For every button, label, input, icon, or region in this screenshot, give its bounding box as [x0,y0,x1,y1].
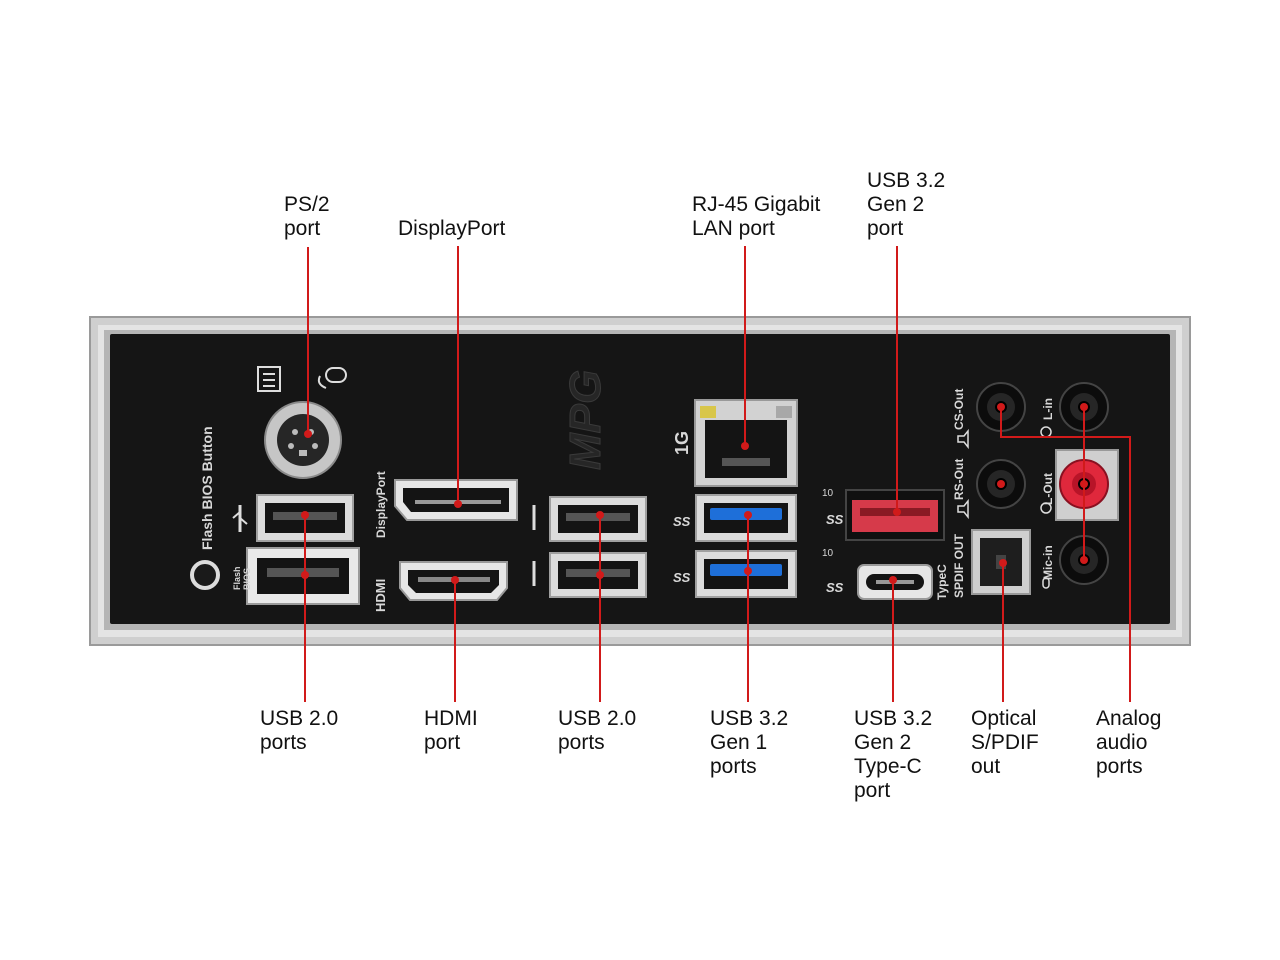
mpg-logo: MPG [561,370,610,470]
l-in-label: L-in [1041,398,1055,420]
leader-dots [301,403,1088,584]
lan-speed-label: 1G [672,431,692,455]
microphone-icon [1042,577,1050,589]
callout-optical: Optical S/PDIF out [971,707,1039,778]
ps2-port[interactable] [264,401,342,479]
l-out-label: L-Out [1041,473,1055,505]
ss10-top-label: 10 [822,488,834,499]
typec-panel-label: TypeC [935,564,949,600]
callout-usb32-gen1: USB 3.2 Gen 1 ports [710,707,789,778]
flash-bios-button[interactable] [190,560,220,590]
callout-usb32-gen2-typec: USB 3.2 Gen 2 Type-C port [854,707,933,802]
callout-usb20-left: USB 2.0 ports [260,707,339,754]
mouse-icon [317,367,347,389]
headphone-icon [1040,502,1052,514]
callout-ps2: PS/2 port [284,193,330,240]
ss10-bottom-label: 10 [822,548,834,559]
rs-out-label: RS-Out [952,459,966,500]
callout-usb32-gen2: USB 3.2 Gen 2 port [867,169,946,240]
callout-analog: Analog audio ports [1096,707,1162,778]
leader-lines [304,246,1131,702]
usb-icon [232,505,248,532]
spdif-panel-label: SPDIF OUT [952,533,966,598]
svg-text:SS: SS [826,512,844,527]
hdmi-panel-label: HDMI [373,579,388,612]
black-panel [110,334,1170,624]
mic-in-label: Mic-in [1041,545,1055,580]
displayport-panel-label: DisplayPort [374,471,388,538]
callout-hdmi: HDMI port [424,707,478,754]
svg-text:SS: SS [673,514,691,529]
leader-analog [1000,407,1131,702]
svg-text:SS: SS [826,580,844,595]
callout-usb20-mid: USB 2.0 ports [558,707,637,754]
usb-3-gen2-port[interactable] [845,489,945,541]
superspeed-usb-icon: SS SS [673,514,691,585]
usb-2-mid-top[interactable] [549,496,647,542]
optical-spdif-port[interactable] [971,529,1031,595]
callout-rj45: RJ-45 Gigabit LAN port [692,193,821,240]
flash-bios-port-label: FlashBIOS [232,566,252,590]
flash-bios-button-label: Flash BIOS Button [199,426,215,550]
speaker-icon [957,428,969,520]
svg-text:SS: SS [673,570,691,585]
superspeed-usb-icon: SS SS [826,512,844,595]
keyboard-icon [257,366,281,392]
callout-displayport: DisplayPort [398,217,506,240]
cs-out-label: CS-Out [952,389,966,430]
displayport-connector[interactable] [394,479,518,521]
